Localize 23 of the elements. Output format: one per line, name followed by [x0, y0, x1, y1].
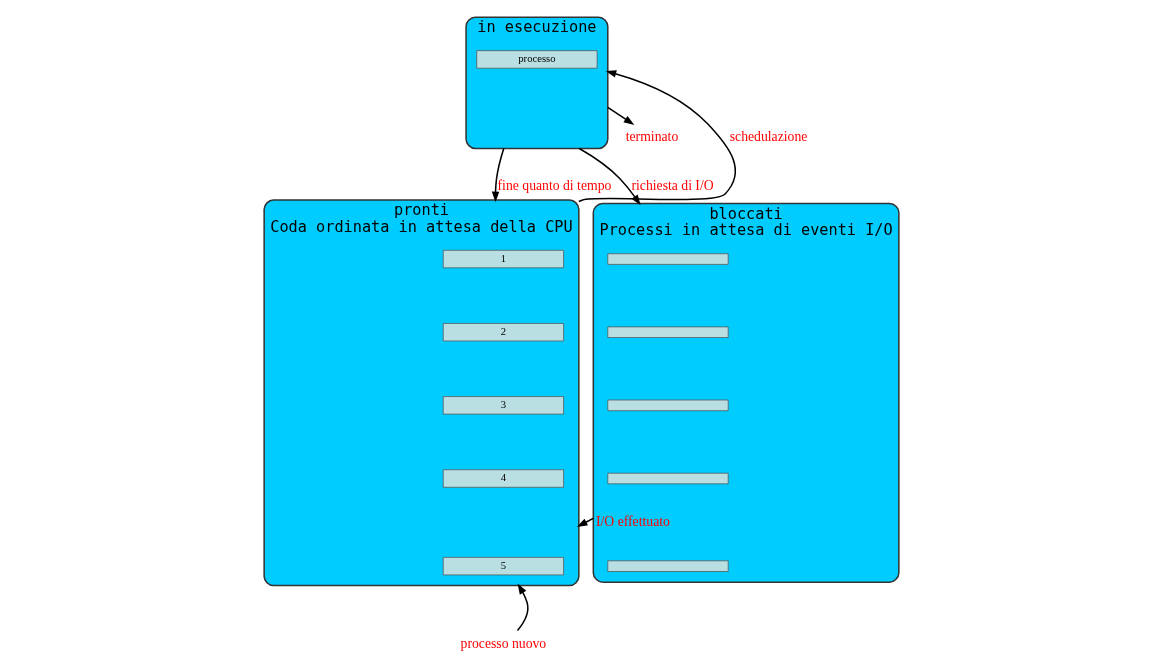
node-box: 1 — [442, 249, 564, 269]
edge-label: fine quanto di tempo — [497, 177, 612, 193]
node-bar — [607, 472, 729, 485]
node-box: 3 — [442, 396, 564, 415]
edge-label: schedulazione — [729, 128, 808, 144]
arrow — [576, 517, 595, 527]
arrow — [516, 583, 529, 632]
node-text: terminato — [625, 128, 679, 144]
node-bar — [607, 326, 729, 338]
edge-label: I/O effettuato — [595, 513, 670, 529]
arrow — [578, 70, 737, 203]
node-bar — [607, 253, 729, 265]
arrow — [607, 106, 635, 126]
node-box: 2 — [442, 323, 564, 342]
node-box: processo — [476, 50, 598, 69]
arrow — [491, 147, 505, 203]
node-bar — [607, 399, 729, 412]
node-bar — [607, 560, 729, 572]
node-box: 5 — [442, 557, 564, 576]
edge-label: richiesta di I/O — [631, 177, 714, 193]
node-text: processo nuovo — [460, 635, 547, 651]
node-box: 4 — [442, 469, 564, 488]
arrow — [578, 147, 641, 206]
